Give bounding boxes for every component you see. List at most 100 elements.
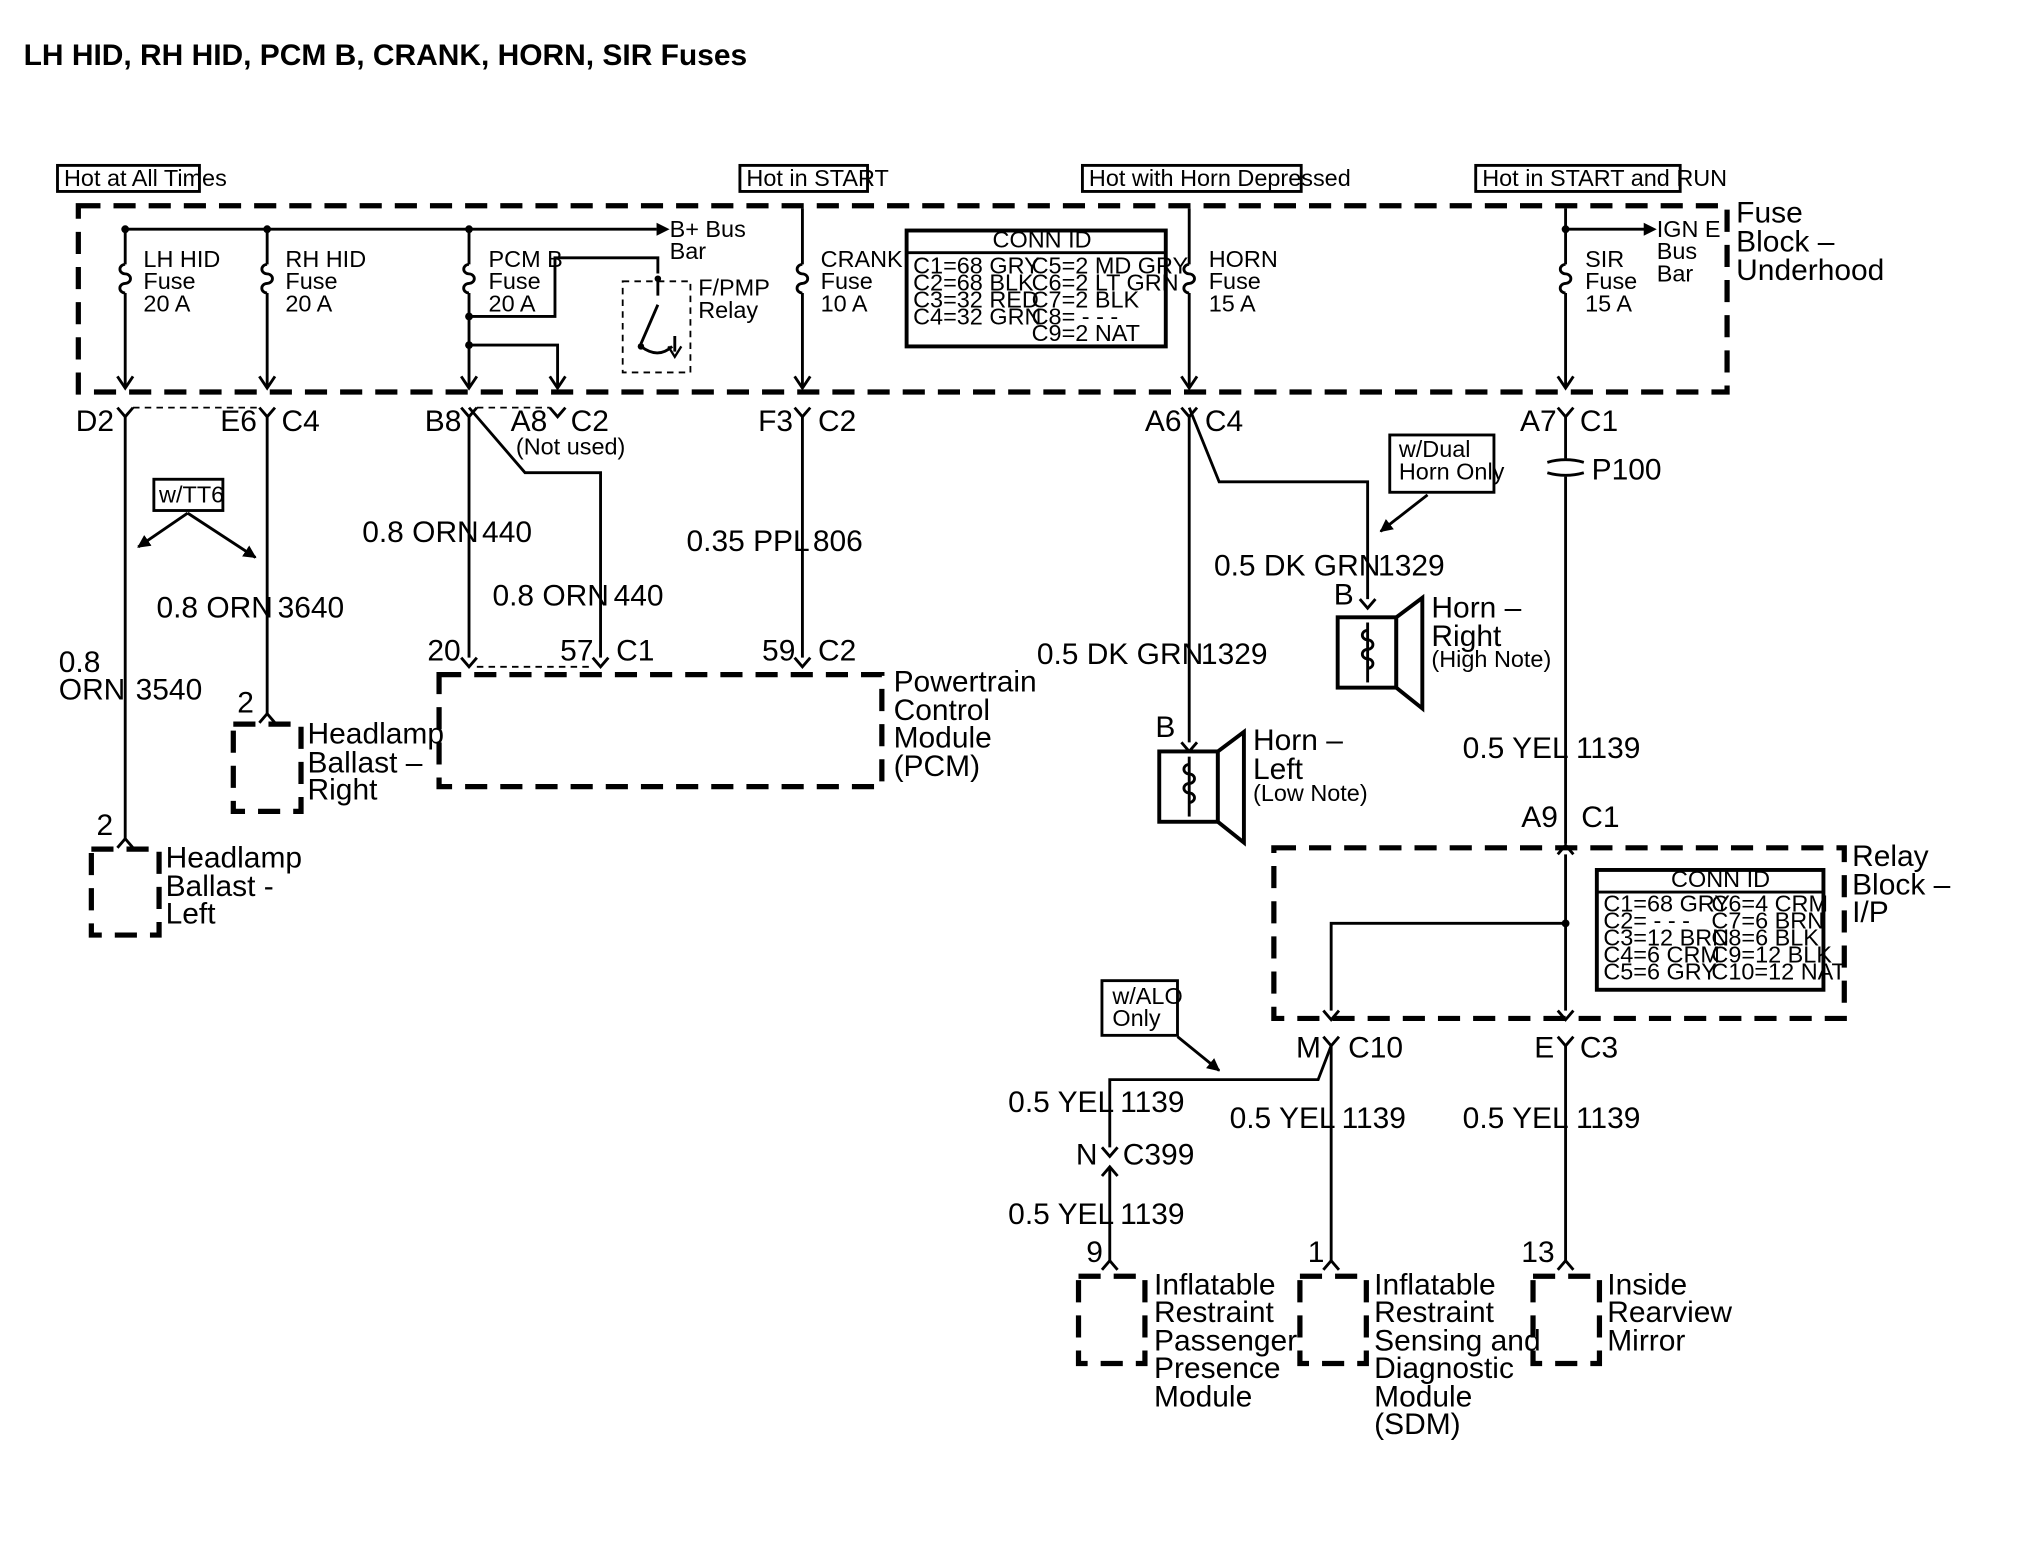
relay-block-conn-id-table: CONN ID C1=68 GRY C2= - - - C3=12 BRN C4… [1594,866,1846,992]
sir-circuit: P100 0.5 YEL 1139 A9 C1 [1463,416,1662,856]
svg-text:C1: C1 [1581,801,1619,834]
hot-with-horn-label: Hot with Horn Depressed [1089,165,1351,191]
svg-text:B: B [1155,711,1175,744]
svg-text:0.5 YEL: 0.5 YEL [1230,1102,1336,1135]
svg-text:P100: P100 [1592,453,1662,486]
horn-right: B Horn –Right (High Note) [1334,578,1551,713]
headlamp-ballast-right-circuit: 0.8 ORN 3640 2 [156,416,344,724]
svg-text:C5=2 MD GRY C6=2 LT GR: C5=2 MD GRY C6=2 LT GRN C7=2 BLK C8= - -… [1032,252,1195,346]
hot-in-start-label: Hot in START [746,165,888,191]
horn-circuits: 0.5 DK GRN 1329 0.5 DK GRN 1329 [1037,407,1445,754]
svg-text:1: 1 [1308,1236,1325,1269]
svg-text:1139: 1139 [1576,732,1640,765]
svg-text:440: 440 [482,516,532,549]
svg-text:0.5 YEL: 0.5 YEL [1463,732,1569,765]
diagram-title: LH HID, RH HID, PCM B, CRANK, HORN, SIR … [24,39,748,72]
svg-text:57: 57 [560,634,593,667]
svg-text:C2: C2 [818,405,856,438]
svg-text:3540: 3540 [136,673,203,706]
svg-text:C399: C399 [1123,1138,1195,1171]
mirror-circuit: 0.5 YEL 1139 13 [1463,1045,1640,1271]
svg-text:C1=68 GRY C2=68 BLK: C1=68 GRY C2=68 BLK C3=32 RED C4=32 GRN [913,252,1046,329]
svg-text:B: B [1334,578,1354,611]
svg-text:(Not used): (Not used) [516,434,625,460]
svg-text:N: N [1076,1138,1098,1171]
svg-text:1139: 1139 [1576,1102,1640,1135]
bplus-bus-label: B+ Bus Bar [670,216,753,264]
svg-text:C1: C1 [1580,405,1618,438]
svg-text:1139: 1139 [1342,1102,1406,1135]
fuse-block-connector-labels: D2 E6 C4 B8 A8 C2 (Not used) F3 C2 A6 C4… [76,405,1618,459]
svg-text:C3: C3 [1580,1031,1618,1064]
svg-text:0.8 ORN: 0.8 ORN [492,580,608,613]
hot-start-run-label: Hot in START and RUN [1482,165,1727,191]
svg-text:w/TT6: w/TT6 [158,482,224,508]
svg-text:Horn –Right: Horn –Right [1431,591,1521,653]
svg-text:13: 13 [1521,1236,1554,1269]
svg-text:(High Note): (High Note) [1431,646,1551,672]
svg-text:E6: E6 [220,405,257,438]
power-source-labels: Hot at All Times Hot in START Hot with H… [56,163,1727,193]
svg-text:20: 20 [427,634,460,667]
svg-text:9: 9 [1086,1236,1103,1269]
svg-text:0.8 ORN: 0.8 ORN [362,516,478,549]
hot-at-all-times-label: Hot at All Times [64,165,227,191]
svg-text:C2: C2 [571,405,609,438]
svg-text:CONN ID: CONN ID [993,226,1092,252]
svg-text:D2: D2 [76,405,114,438]
svg-text:A6: A6 [1145,405,1182,438]
svg-text:E: E [1534,1031,1554,1064]
svg-text:C6=4 CRM C7=6 BRN: C6=4 CRM C7=6 BRN C8=6 BLK C9=12 BLK C10… [1711,891,1845,985]
svg-text:A8: A8 [511,405,548,438]
fuse-block-conn-id-table: CONN ID C1=68 GRY C2=68 BLK C3=32 RED C4… [904,226,1195,349]
svg-text:1329: 1329 [1378,550,1445,583]
relay-block-output-pins: M C10 E C3 [1296,1031,1618,1064]
svg-text:Horn –Left: Horn –Left [1253,724,1343,786]
svg-text:A9: A9 [1521,801,1558,834]
svg-text:0.5 YEL: 0.5 YEL [1008,1198,1114,1231]
svg-text:0.5 YEL: 0.5 YEL [1008,1086,1114,1119]
svg-text:C1=68 GRY C2= - - -: C1=68 GRY C2= - - - C3=12 BRN C4=6 CRM C… [1603,891,1736,985]
horn-left: B Horn –Left (Low Note) [1155,711,1368,847]
svg-text:2: 2 [237,686,254,719]
sdm-circuit: 0.5 YEL 1139 1 [1230,1045,1406,1271]
svg-text:806: 806 [813,525,863,558]
svg-text:C4: C4 [1205,405,1243,438]
svg-text:B8: B8 [425,405,462,438]
svg-text:0.5 DK GRN: 0.5 DK GRN [1214,550,1380,583]
svg-text:1329: 1329 [1201,638,1268,671]
svg-text:C10: C10 [1348,1031,1403,1064]
svg-text:C4: C4 [281,405,319,438]
svg-text:440: 440 [614,580,664,613]
svg-text:0.35 PPL: 0.35 PPL [687,525,810,558]
passenger-presence-circuit: 0.5 YEL 1139 N C399 0.5 YEL 1139 9 [1008,1045,1333,1271]
svg-text:1139: 1139 [1120,1198,1184,1231]
